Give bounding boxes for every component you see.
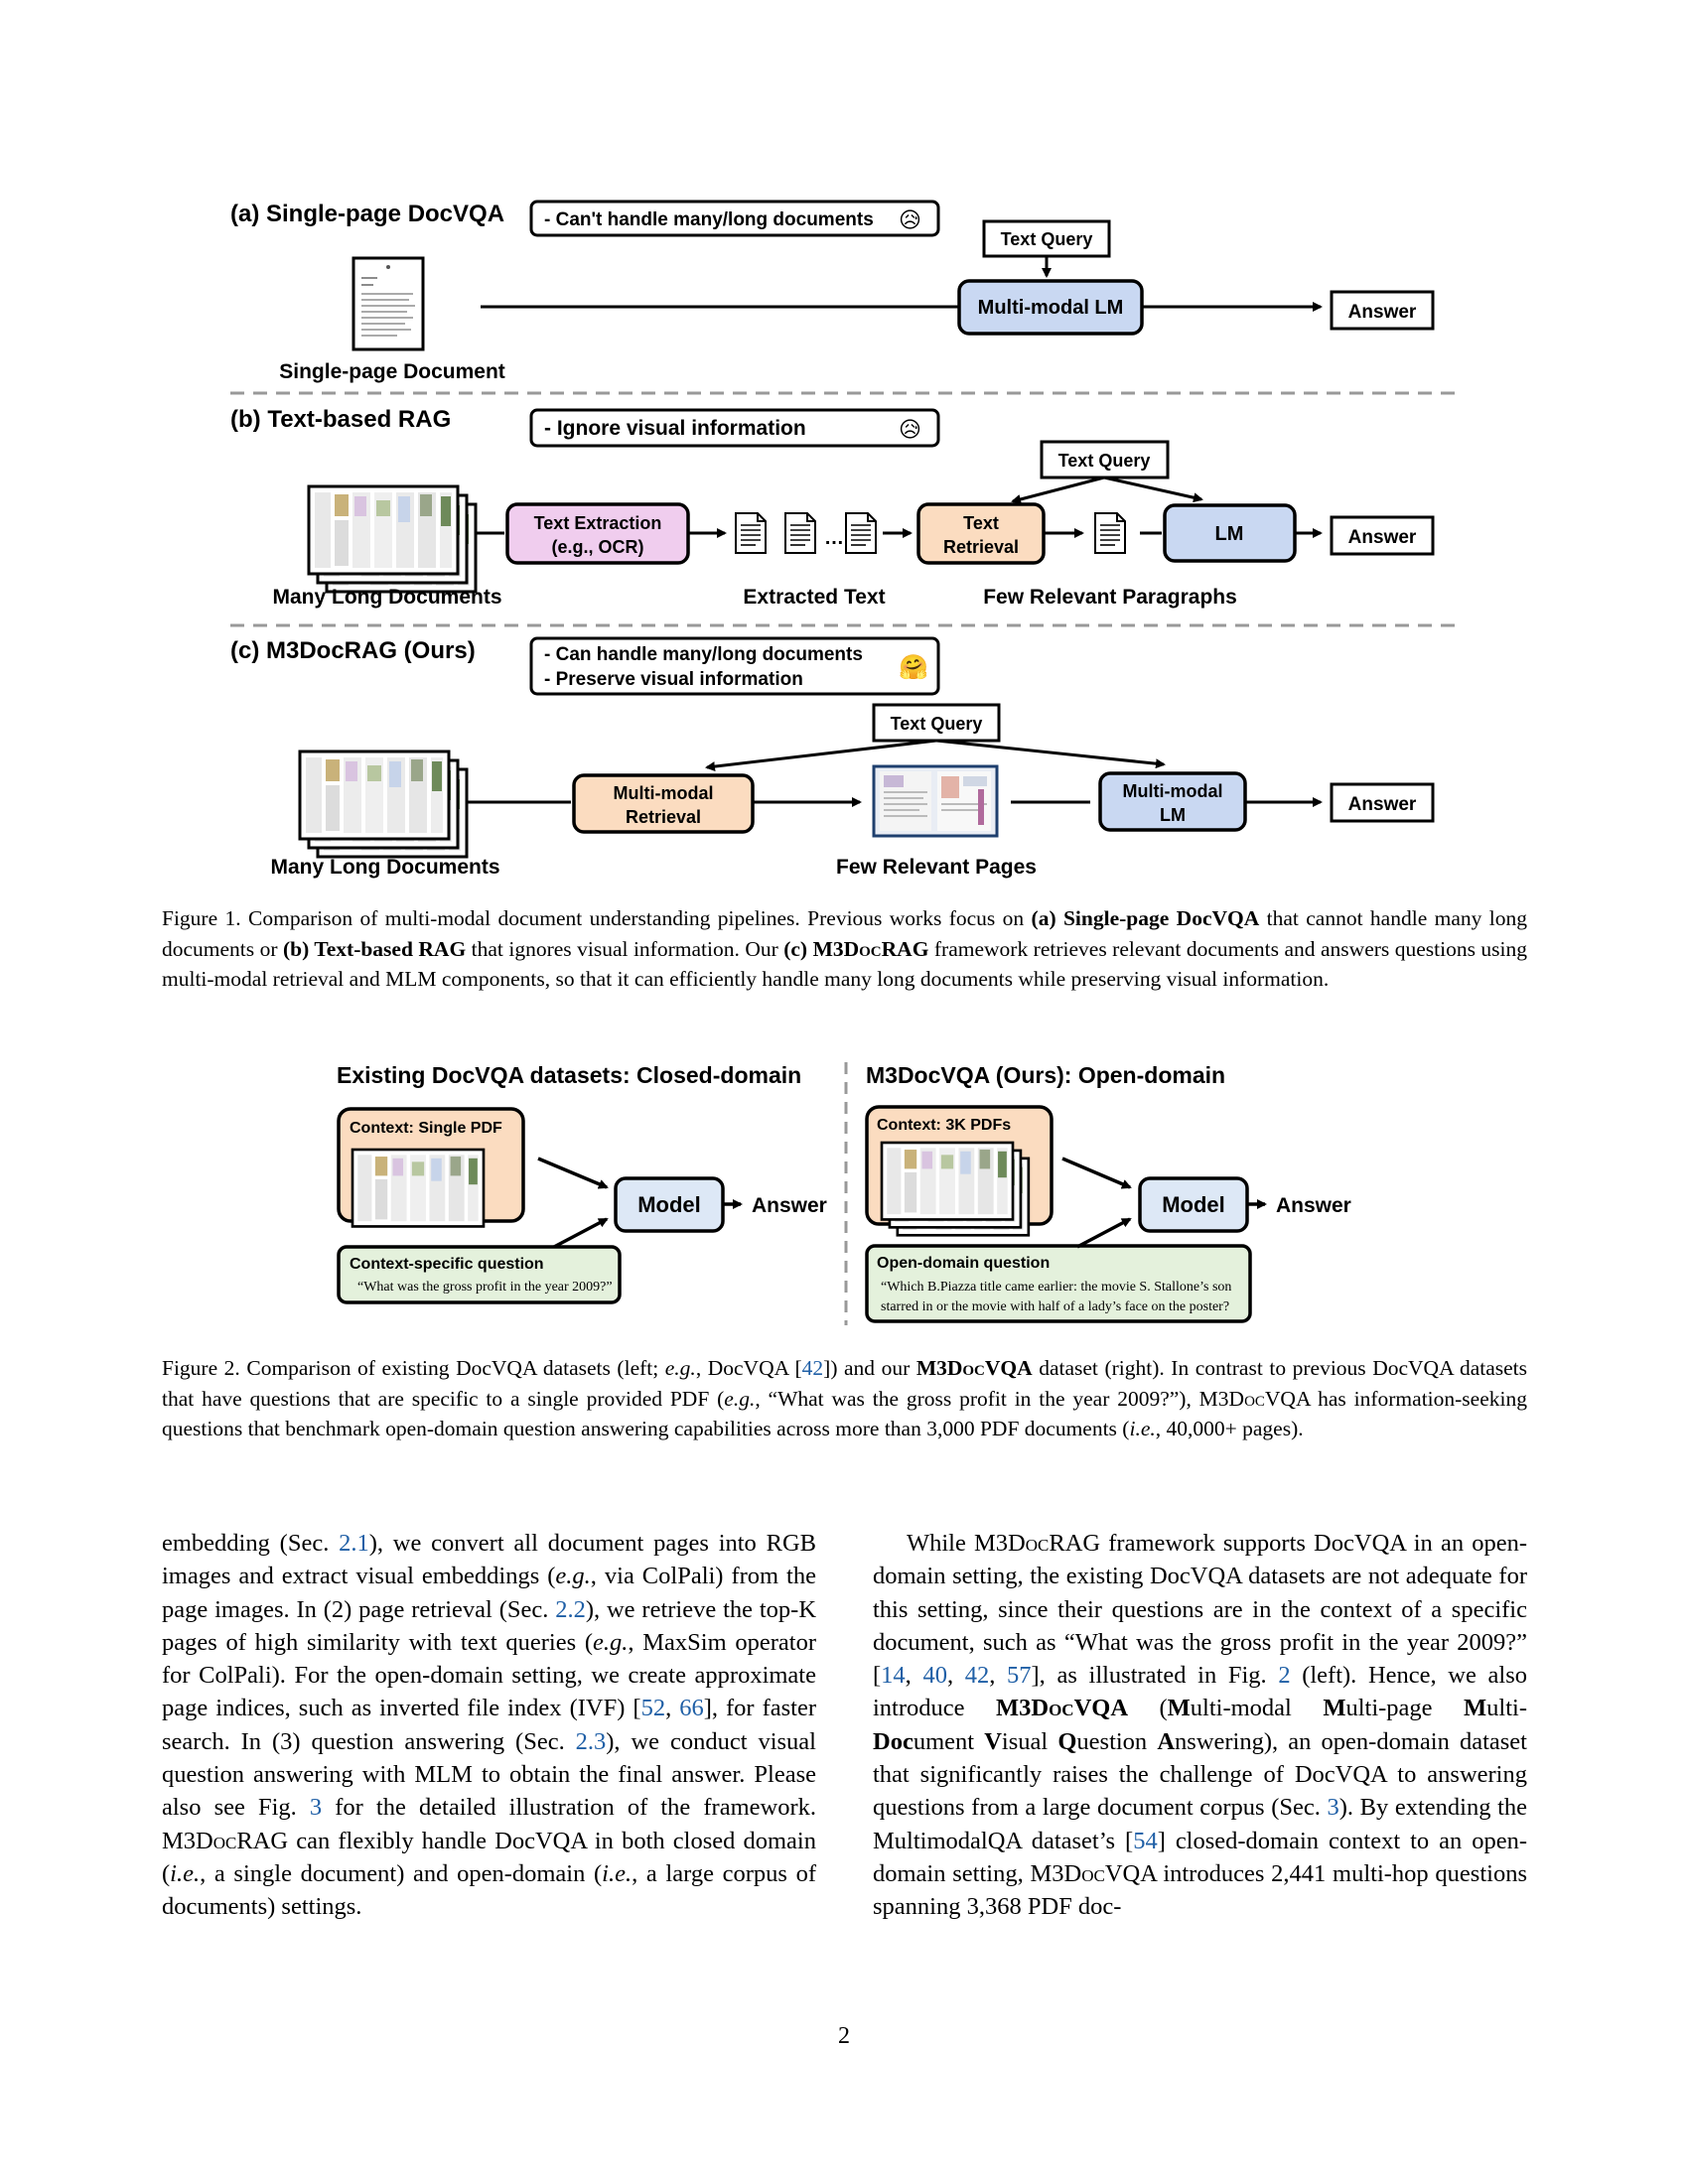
panel-a-note: - Can't handle many/long documents bbox=[544, 209, 874, 230]
figure-1-caption: Figure 1. Comparison of multi-modal docu… bbox=[162, 906, 1528, 991]
fig2-left-model: Model bbox=[637, 1192, 701, 1217]
panel-a-mlm: Multi-modal LM bbox=[978, 297, 1124, 319]
citation-link[interactable]: 42 bbox=[801, 1356, 824, 1380]
panel-c-title: (c) M3DocRAG (Ours) bbox=[230, 637, 476, 664]
panel-a: (a) Single-page DocVQA - Can't handle ma… bbox=[230, 200, 1435, 383]
panel-b-title: (b) Text-based RAG bbox=[230, 406, 451, 433]
many-pdfs-stack-icon bbox=[882, 1143, 1029, 1235]
citation-link[interactable]: 54 bbox=[1133, 1827, 1158, 1854]
figure-link[interactable]: 3 bbox=[309, 1794, 323, 1822]
fig2-right-model: Model bbox=[1162, 1192, 1225, 1217]
fig2-left-question-title: Context-specific question bbox=[350, 1256, 544, 1273]
citation-link[interactable]: 42 bbox=[964, 1662, 990, 1690]
few-relevant-paragraphs-label: Few Relevant Paragraphs bbox=[983, 586, 1237, 609]
panel-a-text-query-box bbox=[982, 219, 1111, 258]
text-retrieval-l2: Retrieval bbox=[943, 537, 1019, 557]
fig2-right-question-l2: starred in or the movie with half of a l… bbox=[881, 1299, 1229, 1314]
fig2-right-question-title: Open-domain question bbox=[877, 1255, 1050, 1272]
panel-b-text-query: Text Query bbox=[1058, 451, 1151, 471]
panel-a-title: (a) Single-page DocVQA bbox=[230, 201, 504, 227]
panel-c-note-l1: - Can handle many/long documents bbox=[544, 644, 863, 665]
text-extraction-l2: (e.g., OCR) bbox=[552, 537, 644, 557]
citation-link[interactable]: 66 bbox=[679, 1695, 704, 1722]
panel-c-text-query-box bbox=[872, 703, 1001, 743]
fig2-right-context: Context: 3K PDFs bbox=[877, 1117, 1011, 1134]
section-link[interactable]: 2.3 bbox=[575, 1727, 607, 1755]
panel-c-note-l2: - Preserve visual information bbox=[544, 669, 803, 690]
panel-b: (b) Text-based RAG - Ignore visual infor… bbox=[230, 406, 1435, 609]
few-relevant-pages-label: Few Relevant Pages bbox=[836, 856, 1037, 879]
sad-face-icon: 😥 bbox=[899, 207, 921, 232]
panel-c-answer-box bbox=[1330, 782, 1435, 823]
panel-b-lm: LM bbox=[1215, 523, 1244, 545]
figure-2-caption: Figure 2. Comparison of existing DocVQA … bbox=[162, 1356, 1528, 1440]
body-paragraph: embedding (Sec. 2.1), we convert all doc… bbox=[162, 1530, 817, 1921]
sad-face-icon: 😥 bbox=[899, 417, 921, 442]
panel-b-docs-label: Many Long Documents bbox=[272, 586, 501, 609]
extracted-text-label: Extracted Text bbox=[743, 586, 885, 609]
fig2-right-title: M3DocVQA (Ours): Open-domain bbox=[866, 1062, 1225, 1088]
panel-c-docs-label: Many Long Documents bbox=[270, 856, 499, 879]
panel-c: (c) M3DocRAG (Ours) - Can handle many/lo… bbox=[230, 636, 1435, 879]
panel-c-mlm-l2: LM bbox=[1160, 805, 1186, 825]
page-number: 2 bbox=[838, 2023, 850, 2049]
panel-b-note: - Ignore visual information bbox=[544, 417, 806, 440]
panel-c-answer: Answer bbox=[1348, 794, 1417, 815]
text-retrieval-l1: Text bbox=[963, 513, 999, 533]
text-extraction-l1: Text Extraction bbox=[534, 513, 662, 533]
fig2-left-question-box bbox=[337, 1245, 622, 1304]
hugging-face-icon: 🤗 bbox=[899, 654, 928, 681]
body-left-column: embedding (Sec. 2.1), we convert all doc… bbox=[162, 1527, 816, 1924]
panel-a-answer-box bbox=[1330, 290, 1435, 331]
panel-b-note-box bbox=[529, 408, 940, 448]
fig2-left-question: “What was the gross profit in the year 2… bbox=[357, 1280, 613, 1295]
panel-a-answer: Answer bbox=[1348, 302, 1417, 323]
fig2-left-context: Context: Single PDF bbox=[350, 1120, 502, 1137]
body-right-column: While M3DocRAG framework supports DocVQA… bbox=[873, 1527, 1527, 1924]
section-link[interactable]: 2.1 bbox=[339, 1530, 369, 1557]
panel-c-text-query: Text Query bbox=[891, 714, 983, 734]
panel-c-mlm-l1: Multi-modal bbox=[1123, 781, 1223, 801]
relevant-pages-thumbnail bbox=[872, 764, 999, 838]
extracted-text-files-icon: … bbox=[735, 512, 877, 554]
panel-b-answer-box bbox=[1330, 515, 1435, 556]
relevant-paragraph-file-icon bbox=[1094, 512, 1126, 554]
fig2-left-answer: Answer bbox=[752, 1194, 827, 1217]
single-page-document-icon bbox=[352, 256, 425, 351]
fig2-right-question-box bbox=[865, 1244, 1252, 1323]
panel-b-answer: Answer bbox=[1348, 527, 1417, 548]
fig2-right-question-l1: “Which B.Piazza title came earlier: the … bbox=[881, 1280, 1231, 1295]
multimodal-retrieval-l1: Multi-modal bbox=[614, 783, 714, 803]
citation-link[interactable]: 40 bbox=[922, 1662, 947, 1690]
single-pdf-icon bbox=[351, 1148, 486, 1228]
citation-link[interactable]: 14 bbox=[881, 1662, 906, 1690]
panel-b-text-query-box bbox=[1040, 440, 1170, 479]
many-documents-stack-icon bbox=[300, 751, 467, 857]
figure-link[interactable]: 2 bbox=[1278, 1662, 1291, 1690]
citation-link[interactable]: 57 bbox=[1007, 1662, 1032, 1690]
caption-label: Figure 2. bbox=[162, 1356, 240, 1380]
body-paragraph: While M3DocRAG framework supports DocVQA… bbox=[873, 1530, 1528, 1921]
svg-text:…: … bbox=[824, 527, 844, 549]
single-page-document-label: Single-page Document bbox=[279, 360, 505, 383]
figure-2: Existing DocVQA datasets: Closed-domain … bbox=[337, 1062, 1351, 1325]
fig2-right-answer: Answer bbox=[1276, 1194, 1351, 1217]
many-documents-stack-icon bbox=[309, 486, 476, 592]
section-link[interactable]: 2.2 bbox=[555, 1595, 586, 1623]
citation-link[interactable]: 52 bbox=[640, 1695, 666, 1722]
fig2-left-title: Existing DocVQA datasets: Closed-domain bbox=[337, 1062, 801, 1088]
caption-label: Figure 1. bbox=[162, 906, 241, 930]
panel-a-note-box bbox=[529, 200, 940, 237]
multimodal-retrieval-l2: Retrieval bbox=[626, 807, 701, 827]
section-link[interactable]: 3 bbox=[1327, 1794, 1339, 1822]
panel-a-text-query: Text Query bbox=[1001, 229, 1093, 249]
panel-c-note-box bbox=[529, 636, 940, 696]
